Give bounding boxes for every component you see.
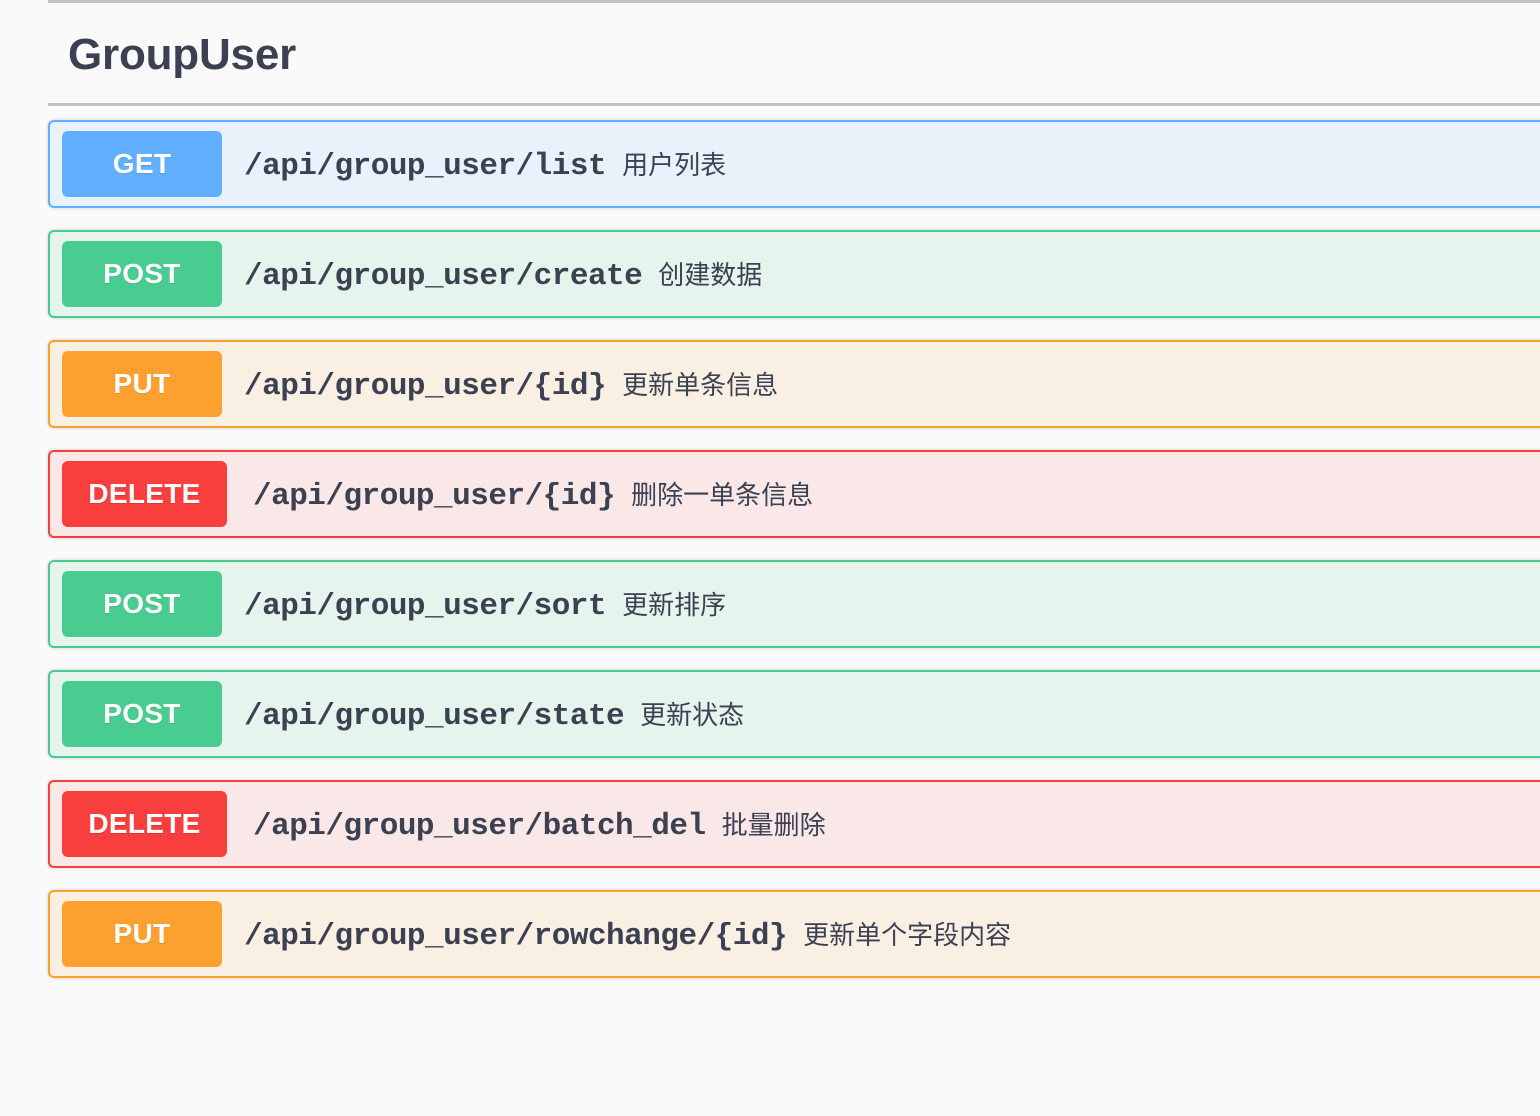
opblock-description: 批量删除 [721, 809, 826, 840]
opblock-description: 更新单个字段内容 [803, 919, 1012, 950]
opblock-summary: /api/group_user/{id} 更新单条信息 [222, 365, 1540, 404]
tag-divider [48, 103, 1540, 106]
opblock-description: 删除一单条信息 [631, 479, 814, 510]
http-method-badge: POST [62, 241, 222, 307]
opblock-post-1[interactable]: POST/api/group_user/create 创建数据 [48, 230, 1540, 318]
opblock-path: /api/group_user/{id} [253, 478, 616, 514]
opblock-tag-section: GroupUser GET/api/group_user/list 用户列表 POS… [48, 0, 1540, 1000]
http-method-badge: GET [62, 131, 222, 197]
opblock-delete-3[interactable]: DELETE/api/group_user/{id} 删除一单条信息 [48, 450, 1540, 538]
http-method-badge: PUT [62, 901, 222, 967]
operations-list: GET/api/group_user/list 用户列表 POST/api/grou… [48, 106, 1540, 978]
http-method-badge: POST [62, 571, 222, 637]
opblock-path: /api/group_user/create [244, 258, 643, 294]
opblock-path: /api/group_user/{id} [244, 368, 607, 404]
http-method-badge: PUT [62, 351, 222, 417]
http-method-badge: POST [62, 681, 222, 747]
opblock-summary: /api/group_user/list 用户列表 [222, 145, 1540, 184]
opblock-put-7[interactable]: PUT/api/group_user/rowchange/{id} 更新单个字段内… [48, 890, 1540, 978]
tag-header[interactable]: GroupUser [48, 0, 1540, 103]
opblock-get-0[interactable]: GET/api/group_user/list 用户列表 [48, 120, 1540, 208]
opblock-post-5[interactable]: POST/api/group_user/state 更新状态 [48, 670, 1540, 758]
opblock-path: /api/group_user/sort [244, 588, 607, 624]
opblock-summary: /api/group_user/state 更新状态 [222, 695, 1540, 734]
opblock-summary: /api/group_user/batch_del 批量删除 [227, 805, 1540, 844]
opblock-summary: /api/group_user/sort 更新排序 [222, 585, 1540, 624]
page-title: GroupUser [68, 30, 297, 79]
opblock-description: 更新单条信息 [622, 369, 779, 400]
http-method-badge: DELETE [62, 461, 227, 527]
opblock-summary: /api/group_user/create 创建数据 [222, 255, 1540, 294]
http-method-badge: DELETE [62, 791, 227, 857]
opblock-description: 创建数据 [658, 259, 763, 290]
opblock-path: /api/group_user/batch_del [253, 808, 706, 844]
opblock-description: 更新状态 [640, 699, 745, 730]
opblock-delete-6[interactable]: DELETE/api/group_user/batch_del 批量删除 [48, 780, 1540, 868]
opblock-summary: /api/group_user/rowchange/{id} 更新单个字段内容 [222, 915, 1540, 954]
opblock-description: 用户列表 [622, 149, 727, 180]
opblock-path: /api/group_user/list [244, 148, 607, 184]
opblock-put-2[interactable]: PUT/api/group_user/{id} 更新单条信息 [48, 340, 1540, 428]
opblock-path: /api/group_user/state [244, 698, 625, 734]
opblock-path: /api/group_user/rowchange/{id} [244, 918, 788, 954]
opblock-post-4[interactable]: POST/api/group_user/sort 更新排序 [48, 560, 1540, 648]
opblock-summary: /api/group_user/{id} 删除一单条信息 [227, 475, 1540, 514]
opblock-description: 更新排序 [622, 589, 727, 620]
